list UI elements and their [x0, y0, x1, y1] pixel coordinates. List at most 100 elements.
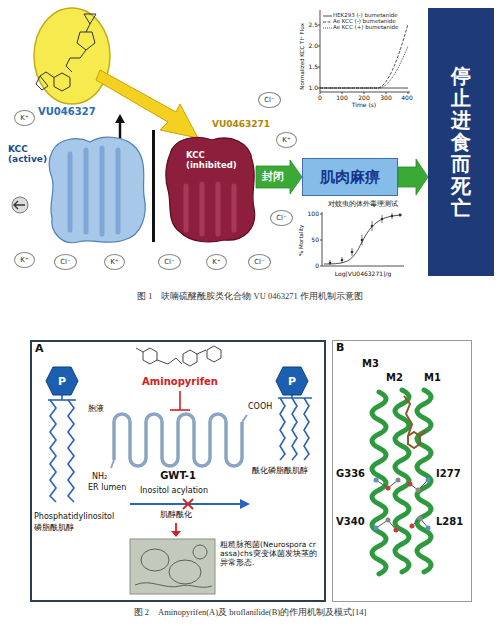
kcc-protein-inhibited-shape [160, 132, 256, 247]
tick-label: 300 [380, 94, 391, 101]
legend-line-sample [323, 14, 332, 18]
legend-line [323, 21, 332, 22]
panel-a-drawing [171, 531, 181, 537]
legend-line [323, 27, 332, 28]
process-label: 肌醇酰化 [160, 510, 192, 520]
node-text: P [288, 376, 296, 387]
node-text: Cl⁻ [264, 97, 275, 104]
panel-b-drawing [372, 390, 431, 574]
node-text: K⁺ [20, 115, 28, 122]
lipid-label: 磷脂酰肌醇 [34, 523, 74, 533]
ion-circle: K⁺ [206, 254, 227, 270]
kcc-protein-active-shape [8, 132, 148, 247]
panel-a-drawing [48, 394, 312, 502]
mortality-chart [361, 239, 364, 242]
cotransport-symbol [12, 197, 28, 213]
edge-label: 封闭 [261, 171, 285, 183]
node-text: 肌肉麻痹 [320, 168, 380, 186]
panel-a-drawing [68, 400, 74, 502]
tick-label: 100 [336, 94, 347, 101]
panel-a-drawing [280, 398, 285, 460]
kcc-protein-inhibited: KCC (inhibited) [160, 132, 256, 247]
ion-circle: Cl⁻ [258, 92, 281, 108]
terminus-label: NH₂ [92, 472, 107, 482]
panel-b-drawing [374, 526, 379, 531]
node-text: K⁺ [110, 259, 118, 266]
axis-title: Normalized KCC Tl⁺ Flux [299, 23, 306, 90]
flux-chart [320, 92, 410, 93]
panel-b-drawing [404, 396, 412, 436]
membrane-divider [152, 130, 155, 242]
hexagon [46, 367, 78, 395]
legend-text: HEK293 (-) bumetanide [333, 13, 398, 19]
panel-b-drawing [408, 482, 413, 487]
node-text: Cl⁻ [164, 259, 175, 266]
protein-name: GWT-1 [160, 470, 196, 482]
vu046327-molecule [54, 73, 70, 91]
panel-b-drawing [410, 524, 415, 529]
panel-a-drawing [141, 549, 169, 571]
node-text: Cl⁻ [276, 215, 287, 222]
panel-a-drawing [304, 398, 309, 460]
residue-label: V340 [336, 516, 365, 528]
panel-b-drawing [426, 478, 431, 483]
axis-title: % Mortality [299, 224, 306, 255]
tick-label: 0 [318, 94, 322, 101]
node-text: K⁺ [282, 137, 290, 144]
efflux-arrow [115, 114, 125, 140]
panel-b-drawing [376, 480, 428, 530]
flux-chart [318, 25, 320, 88]
panel-b-drawing [418, 516, 423, 521]
ion-circle: Cl⁻ [158, 254, 181, 270]
panel-b-drawing [386, 518, 391, 523]
mortality-chart [324, 215, 402, 264]
vu046327-molecule [40, 72, 54, 78]
tick-label: 0 [315, 262, 319, 269]
process-box: 肌肉麻痹 [302, 158, 398, 196]
panel-a-drawing [143, 348, 157, 364]
node-text: 停止进食而死亡 [451, 65, 471, 219]
legend-text: Ae KCC (-) bumetanide [333, 19, 396, 25]
mortality-chart [391, 215, 394, 218]
efflux-arrow [115, 114, 125, 123]
protein-body [49, 137, 145, 242]
mortality-chart [381, 218, 384, 221]
mortality-chart [399, 214, 402, 217]
vu046327-molecule [36, 76, 48, 90]
compound-name: VU0463271 [212, 119, 270, 130]
panel-b-drawing [372, 390, 431, 574]
legend-line-sample [323, 20, 332, 24]
node-text: P [58, 376, 66, 387]
protein-helices [70, 148, 118, 234]
panel-a-drawing [183, 499, 193, 509]
panel-b-drawing [386, 486, 391, 491]
tick-label: 1.5 [308, 63, 318, 70]
vu046327-molecule [66, 50, 86, 72]
phosphate-hexagon: P [45, 366, 79, 396]
process-label: Inositol acylation [140, 486, 208, 496]
panel-a-drawing [130, 539, 215, 594]
ion-circle: Cl⁻ [270, 210, 293, 226]
flux-chart [320, 10, 321, 92]
panel-b-drawing [394, 528, 399, 533]
tick-label: 400 [401, 94, 412, 101]
binding-arrow [96, 70, 198, 138]
panel-a-drawing [179, 391, 181, 410]
tick-label: 2.0 [308, 42, 318, 49]
tick-label: 100 [308, 210, 319, 217]
axis-title: Log[VU0463271]/g [335, 270, 391, 277]
cotransport-symbol [14, 201, 25, 209]
residue-label: I277 [436, 468, 461, 480]
phosphate-hexagon: P [275, 366, 309, 396]
node-text: K⁺ [212, 259, 220, 266]
mortality-chart [351, 251, 354, 254]
panel-b-drawing [426, 526, 431, 531]
panel-b-drawing [372, 392, 386, 574]
axis-title: Time (s) [352, 101, 376, 108]
panel-a-drawing [278, 397, 312, 399]
legend-item: Ae KCC (+) bumetanide [323, 25, 398, 31]
flux-chart [320, 92, 408, 94]
block-arrow [398, 159, 428, 195]
panel-b-drawing [374, 478, 431, 533]
